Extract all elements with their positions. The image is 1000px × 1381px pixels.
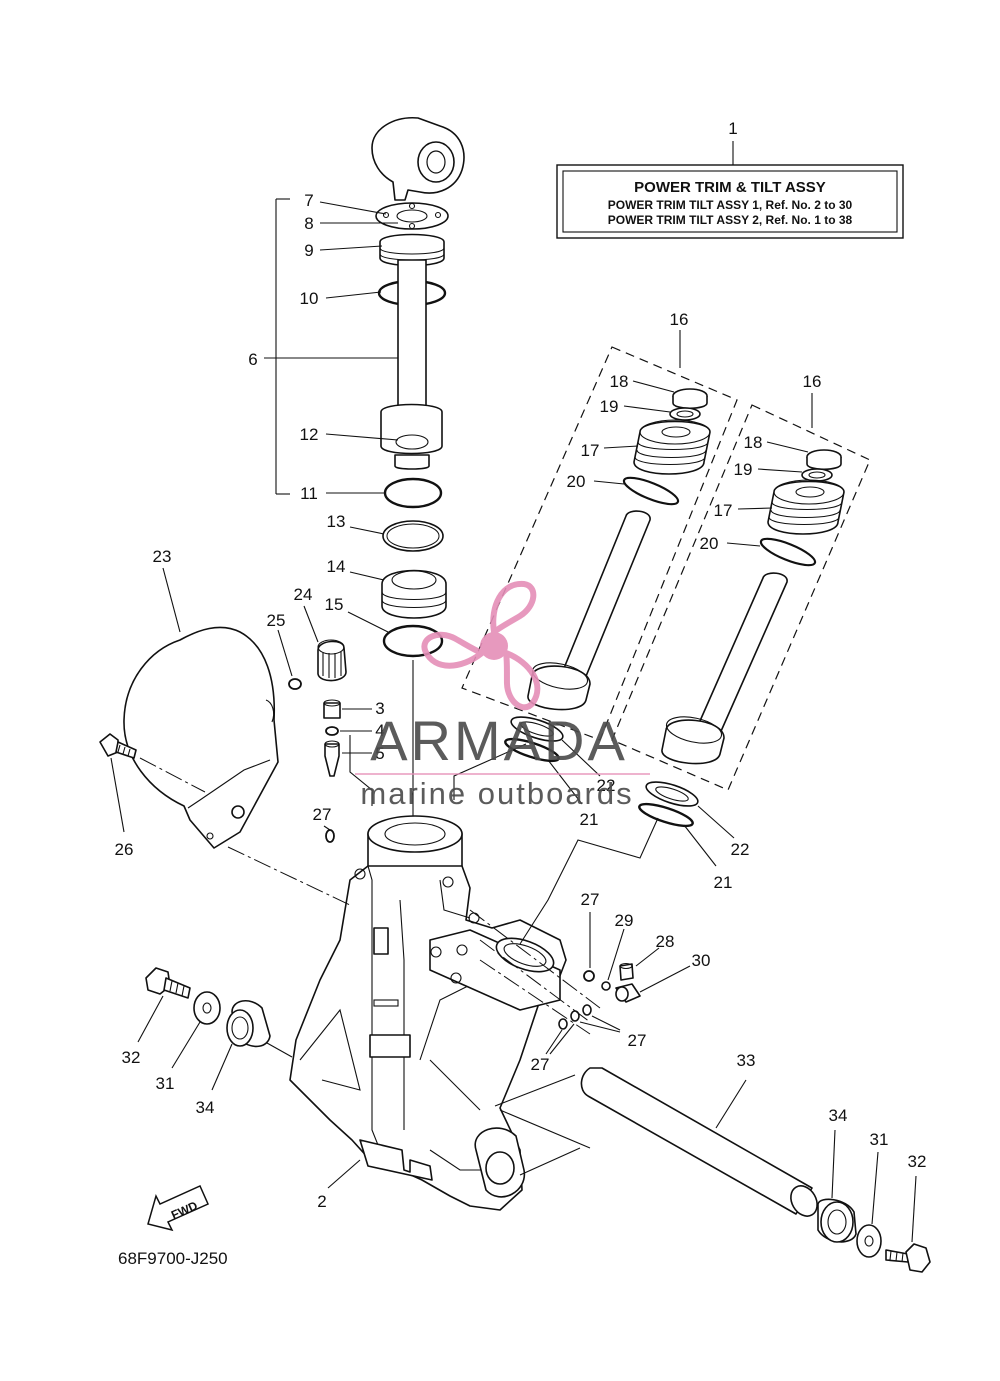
trim-cylinder-callouts: 18 19 17 20 18 19 17 20 bbox=[567, 372, 809, 553]
callout-33: 33 bbox=[737, 1051, 756, 1070]
callout-23: 23 bbox=[153, 547, 172, 566]
callout-20-right: 20 bbox=[700, 534, 719, 553]
callout-34-left: 34 bbox=[196, 1098, 215, 1117]
callout-21-right: 21 bbox=[714, 873, 733, 892]
callout-16-right: 16 bbox=[803, 372, 822, 391]
watermark-tagline: marine outboards bbox=[360, 776, 633, 811]
callout-19-left: 19 bbox=[600, 397, 619, 416]
callout-27-lower-left: 27 bbox=[531, 1055, 550, 1074]
watermark: ARMADA marine outboards bbox=[355, 580, 650, 811]
callout-29: 29 bbox=[615, 911, 634, 930]
callout-22-right: 22 bbox=[731, 840, 750, 859]
callout-25: 25 bbox=[267, 611, 286, 630]
callout-11: 11 bbox=[300, 484, 318, 503]
trim-seals: 22 21 22 21 bbox=[504, 716, 750, 892]
callout-8: 8 bbox=[304, 214, 313, 233]
callout-9: 9 bbox=[304, 241, 313, 260]
callout-17-right: 17 bbox=[714, 501, 733, 520]
fwd-arrow: FWD bbox=[147, 1185, 209, 1232]
callout-2: 2 bbox=[317, 1192, 326, 1211]
callout-18-right: 18 bbox=[744, 433, 763, 452]
tilt-pin-and-right-hardware: 33 34 31 32 bbox=[580, 1051, 931, 1273]
callout-27-upper: 27 bbox=[313, 805, 332, 824]
callout-19-right: 19 bbox=[734, 460, 753, 479]
callout-26: 26 bbox=[115, 840, 134, 859]
watermark-brand: ARMADA bbox=[370, 709, 628, 772]
callout-30: 30 bbox=[692, 951, 711, 970]
title-box: 1 POWER TRIM & TILT ASSY POWER TRIM TILT… bbox=[556, 119, 904, 239]
callout-15: 15 bbox=[325, 595, 344, 614]
title-box-assy-1: POWER TRIM TILT ASSY 1, Ref. No. 2 to 30 bbox=[608, 198, 853, 212]
callout-4: 4 bbox=[375, 721, 384, 740]
reservoir-cover: 23 bbox=[123, 547, 279, 849]
callout-20-left: 20 bbox=[567, 472, 586, 491]
filter-and-valve-parts: 24 25 3 4 5 bbox=[267, 585, 385, 777]
bolt-26: 26 bbox=[99, 733, 206, 859]
callout-13: 13 bbox=[327, 512, 346, 531]
callout-3: 3 bbox=[375, 699, 384, 718]
callout-10: 10 bbox=[300, 289, 319, 308]
callout-32-left: 32 bbox=[122, 1048, 141, 1067]
propeller-icon bbox=[421, 580, 541, 711]
callout-18-left: 18 bbox=[610, 372, 629, 391]
title-box-assy-2: POWER TRIM TILT ASSY 2, Ref. No. 1 to 38 bbox=[608, 213, 853, 227]
tilt-cylinder-callouts: 7 8 9 10 6 12 11 13 14 15 bbox=[248, 191, 399, 633]
title-box-heading: POWER TRIM & TILT ASSY bbox=[634, 179, 826, 196]
cylinder-body bbox=[289, 660, 567, 1211]
callout-1: 1 bbox=[728, 119, 737, 138]
callout-21-left: 21 bbox=[580, 810, 599, 829]
callout-22-left: 22 bbox=[597, 776, 616, 795]
fittings: 27 27 29 28 30 27 27 bbox=[313, 805, 711, 1074]
assembly-centerlines bbox=[227, 735, 659, 1176]
callout-34-right: 34 bbox=[829, 1106, 848, 1125]
callout-31-right: 31 bbox=[870, 1130, 889, 1149]
trim-cylinder-1: 16 bbox=[461, 310, 738, 741]
callout-24: 24 bbox=[294, 585, 313, 604]
callout-16-left: 16 bbox=[670, 310, 689, 329]
callout-6: 6 bbox=[248, 350, 257, 369]
callout-5: 5 bbox=[375, 744, 384, 763]
left-pivot-hardware: 32 31 34 bbox=[122, 967, 271, 1117]
callout-14: 14 bbox=[327, 557, 346, 576]
callout-12: 12 bbox=[300, 425, 319, 444]
trim-cylinder-2: 16 bbox=[611, 372, 871, 791]
callout-27-lower-right: 27 bbox=[628, 1031, 647, 1050]
callout-28: 28 bbox=[656, 932, 675, 951]
callout-27-right: 27 bbox=[581, 890, 600, 909]
callout-17-left: 17 bbox=[581, 441, 600, 460]
callout-32-right: 32 bbox=[908, 1152, 927, 1171]
callout-31-left: 31 bbox=[156, 1074, 175, 1093]
callout-7: 7 bbox=[304, 191, 313, 210]
diagram-code: 68F9700-J250 bbox=[118, 1249, 228, 1268]
